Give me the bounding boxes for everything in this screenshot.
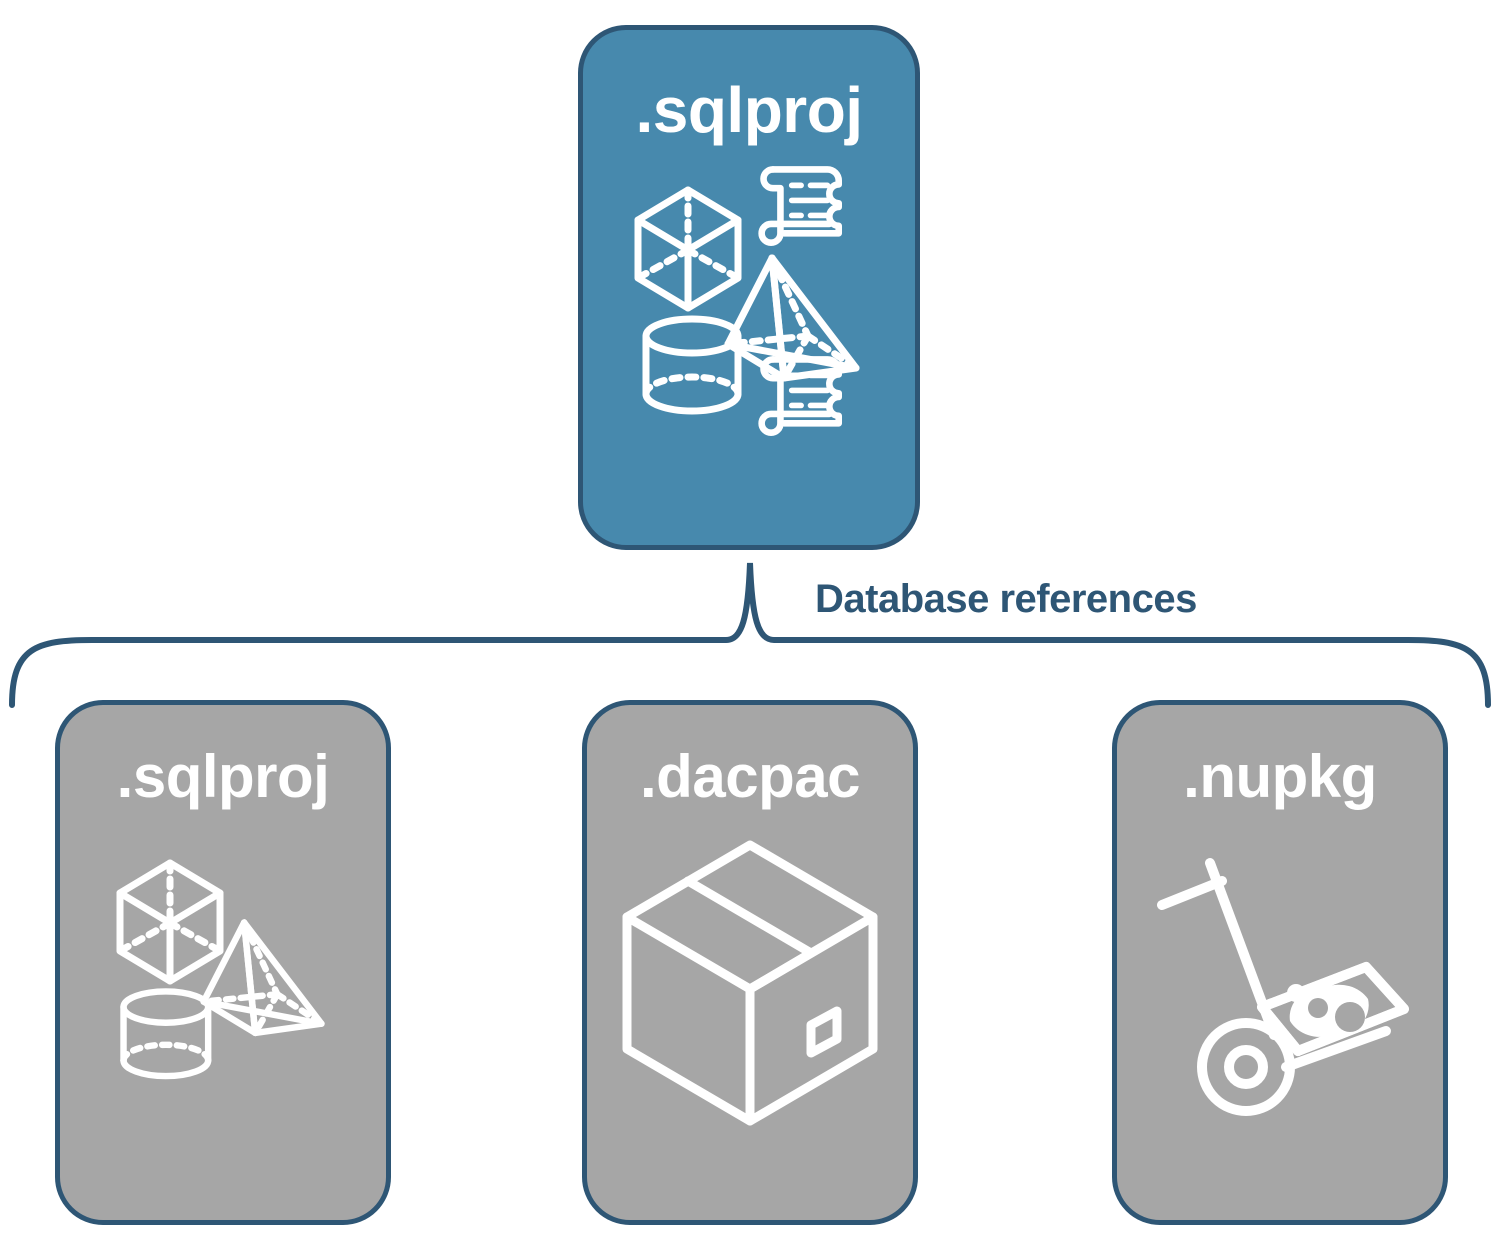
wireframe-cube-icon bbox=[634, 186, 742, 312]
child-sqlproj-icon-group bbox=[116, 859, 325, 1080]
wireframe-cylinder-icon bbox=[120, 988, 212, 1080]
node-card-child-nupkg[interactable]: .nupkg bbox=[1112, 700, 1448, 1225]
node-card-child-sqlproj[interactable]: .sqlproj bbox=[55, 700, 391, 1225]
node-card-root-sqlproj[interactable]: .sqlproj bbox=[578, 25, 920, 550]
wireframe-pyramid-icon bbox=[200, 919, 325, 1037]
node-card-child-dacpac[interactable]: .dacpac bbox=[582, 700, 918, 1225]
connector-label-database-references: Database references bbox=[815, 577, 1197, 621]
hand-truck-nuget-icon bbox=[1157, 858, 1409, 1116]
child-nupkg-icon-group bbox=[1157, 858, 1409, 1116]
package-box-icon bbox=[622, 840, 878, 1126]
root-icon-group bbox=[634, 166, 860, 437]
scroll-icon bbox=[758, 356, 843, 437]
node-label-root-sqlproj: .sqlproj bbox=[635, 74, 863, 146]
wireframe-cylinder-icon bbox=[642, 315, 742, 415]
child-dacpac-icon-group bbox=[622, 840, 878, 1126]
scroll-icon bbox=[758, 166, 843, 247]
node-label-child-dacpac: .dacpac bbox=[640, 743, 860, 810]
node-label-child-nupkg: .nupkg bbox=[1183, 743, 1377, 810]
node-label-child-sqlproj: .sqlproj bbox=[116, 743, 330, 810]
wireframe-pyramid-icon bbox=[724, 254, 860, 382]
wireframe-cube-icon bbox=[116, 859, 224, 985]
